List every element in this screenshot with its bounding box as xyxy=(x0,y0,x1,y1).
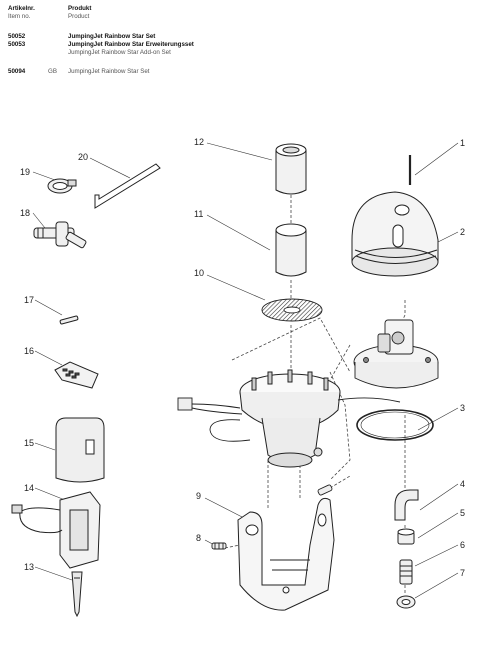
part-15-transformer-cover xyxy=(55,417,105,483)
article-name: JumpingJet Rainbow Star Set xyxy=(68,68,150,75)
pump-motor-assembly xyxy=(353,319,439,389)
part-8-screw xyxy=(211,542,227,550)
callout-2: 2 xyxy=(460,227,465,237)
callout-15: 15 xyxy=(24,438,34,448)
article-name: JumpingJet Rainbow Star Add-on Set xyxy=(68,49,171,56)
callout-16: 16 xyxy=(24,346,34,356)
callout-20: 20 xyxy=(78,152,88,162)
article-code: GB xyxy=(48,68,57,75)
article-number: 50094 xyxy=(8,68,26,75)
part-12-light-tube xyxy=(275,143,307,195)
callout-5: 5 xyxy=(460,508,465,518)
callout-8: 8 xyxy=(196,533,201,543)
article-number: 50052 xyxy=(8,33,26,40)
callout-12: 12 xyxy=(194,137,204,147)
part-16-remote xyxy=(54,361,99,389)
part-11-light-tube xyxy=(275,223,307,277)
base-housing xyxy=(239,369,341,468)
col-article-label: Artikelnr. xyxy=(8,5,35,12)
callout-1: 1 xyxy=(460,138,465,148)
callout-13: 13 xyxy=(24,562,34,572)
callout-19: 19 xyxy=(20,167,30,177)
power-cable xyxy=(177,397,401,442)
article-number: 50053 xyxy=(8,41,26,48)
callout-7: 7 xyxy=(460,568,465,578)
callout-10: 10 xyxy=(194,268,204,278)
part-4-elbow xyxy=(394,489,419,521)
part-20-hex-key xyxy=(94,163,161,209)
callout-9: 9 xyxy=(196,491,201,501)
col-product-label: Produkt xyxy=(68,5,92,12)
callout-14: 14 xyxy=(24,483,34,493)
col-product-en-label: Product xyxy=(68,13,90,20)
callout-4: 4 xyxy=(460,479,465,489)
callout-leader-lines xyxy=(32,142,459,599)
part-2-dome-cover xyxy=(351,191,439,277)
article-name: JumpingJet Rainbow Star Erweiterungsset xyxy=(68,41,194,48)
col-article-en-label: Item no. xyxy=(8,13,31,20)
part-5-nut xyxy=(397,528,415,545)
callout-labels: 1 2 3 4 5 6 7 8 9 10 11 12 13 14 15 16 1… xyxy=(20,137,465,578)
part-7-ring-nut xyxy=(396,595,416,609)
part-10-filter-disk xyxy=(261,298,323,322)
part-3-o-ring xyxy=(356,409,434,441)
part-19-hose-clamp xyxy=(47,178,77,194)
bracket-screw xyxy=(317,484,333,496)
callout-18: 18 xyxy=(20,208,30,218)
callout-6: 6 xyxy=(460,540,465,550)
callout-17: 17 xyxy=(24,295,34,305)
part-18-t-connector xyxy=(33,221,87,249)
callout-11: 11 xyxy=(194,209,203,219)
article-name: JumpingJet Rainbow Star Set xyxy=(68,33,156,40)
part-9-mounting-bracket xyxy=(237,497,335,611)
part-14-transformer xyxy=(11,491,101,569)
part-17-pin xyxy=(59,315,79,325)
callout-3: 3 xyxy=(460,403,465,413)
part-6-threaded-nozzle xyxy=(399,559,413,585)
part-13-ground-spike xyxy=(71,571,83,618)
